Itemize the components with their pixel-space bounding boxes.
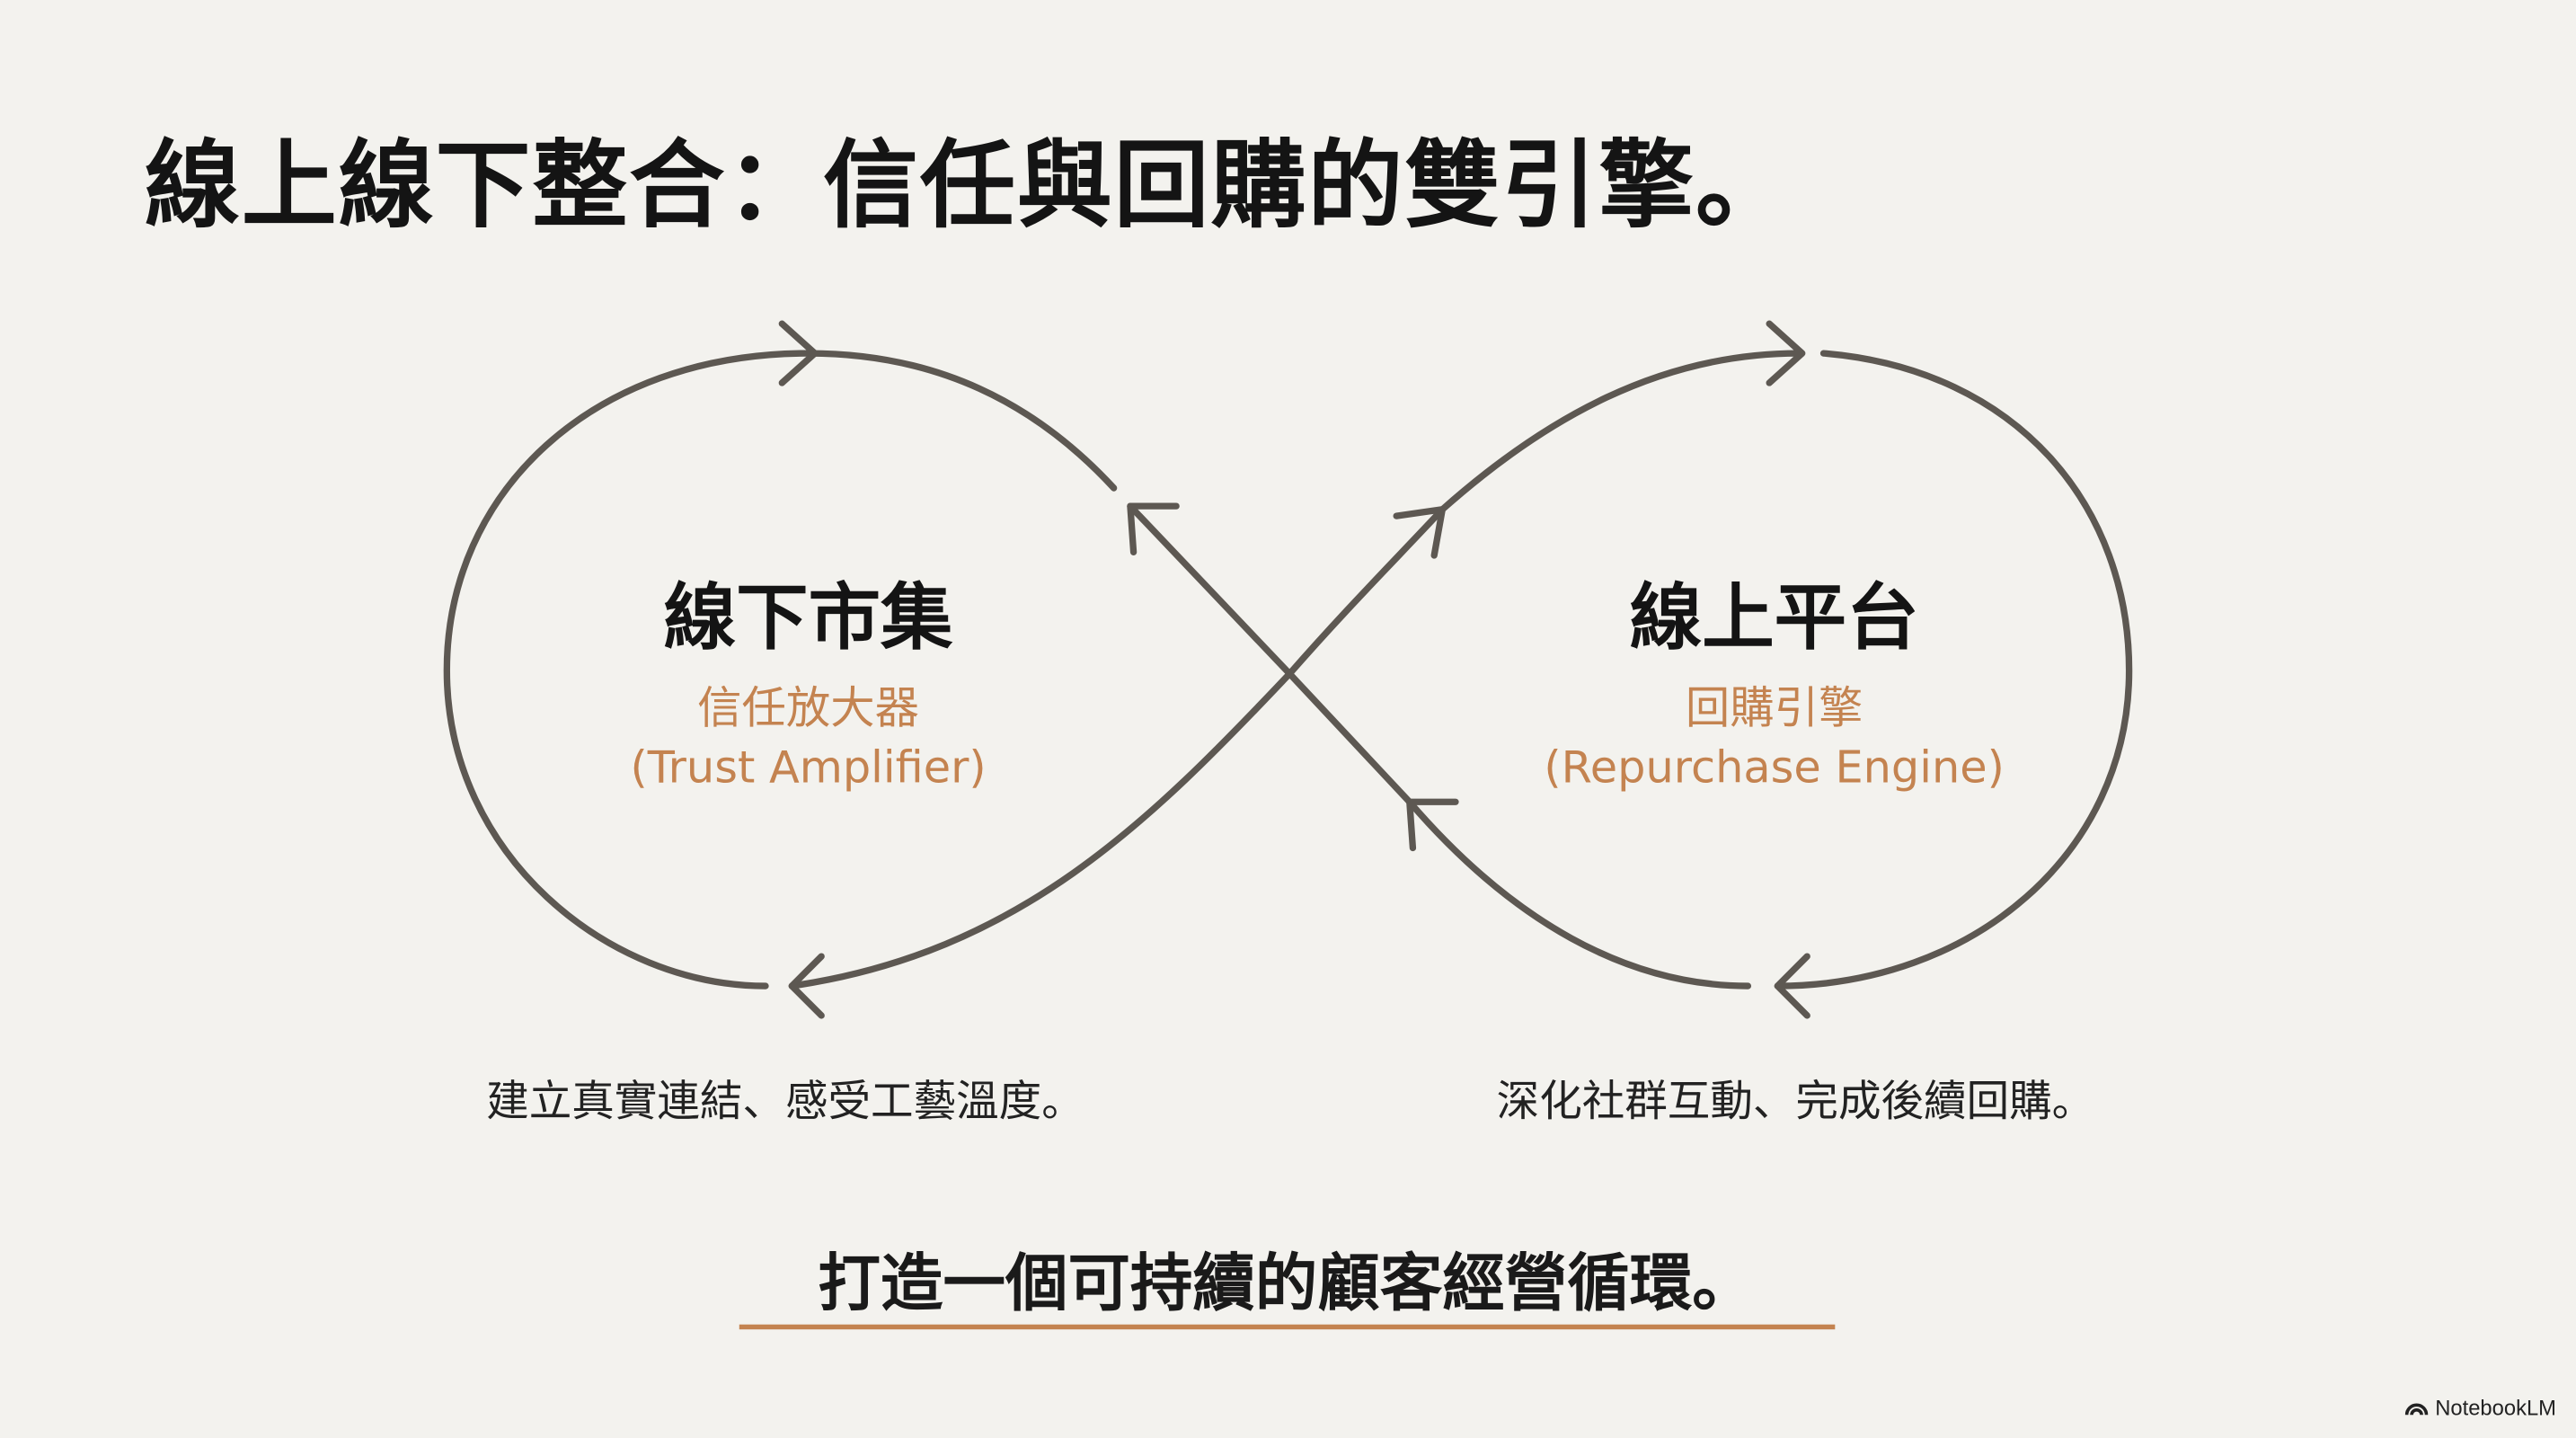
left-role-en: (Trust Amplifier) [630, 742, 987, 794]
right-role: 回購引擎 (Repurchase Engine) [1544, 680, 2004, 799]
loop-cross-down [1127, 502, 1752, 990]
left-caption: 建立真實連結、感受工藝溫度。 [486, 1078, 1084, 1128]
loop-right-top-arc [1438, 350, 1802, 513]
arrow-up-left-icon [1406, 798, 1459, 852]
arrow-left-icon [1774, 953, 1810, 1019]
loop-right-outer-arc [1774, 350, 2133, 990]
loop-left-outer-arc [443, 350, 812, 990]
arrow-right-icon [1766, 320, 1806, 386]
right-role-zh: 回購引擎 [1685, 683, 1863, 735]
left-heading: 線下市集 [663, 576, 953, 661]
brand-label: NotebookLM [2435, 1395, 2556, 1420]
loop-left-top-arc [804, 350, 1118, 492]
right-caption: 深化社群互動、完成後續回購。 [1496, 1078, 2095, 1128]
slide-title: 線上線下整合：信任與回購的雙引擎。 [144, 129, 1793, 242]
right-role-en: (Repurchase Engine) [1544, 742, 2005, 794]
arrow-right-icon [778, 320, 819, 386]
arrow-up-left-icon [1127, 502, 1180, 555]
left-role: 信任放大器 (Trust Amplifier) [630, 680, 986, 799]
loop-cross-up [788, 506, 1446, 990]
conclusion-underline [739, 1324, 1836, 1330]
conclusion-text: 打造一個可持續的顧客經營循環。 [818, 1247, 1755, 1320]
notebooklm-logo-icon [2405, 1403, 2429, 1416]
brand-badge: NotebookLM [2405, 1395, 2556, 1420]
left-role-zh: 信任放大器 [697, 683, 919, 735]
right-heading: 線上平台 [1629, 576, 1919, 661]
